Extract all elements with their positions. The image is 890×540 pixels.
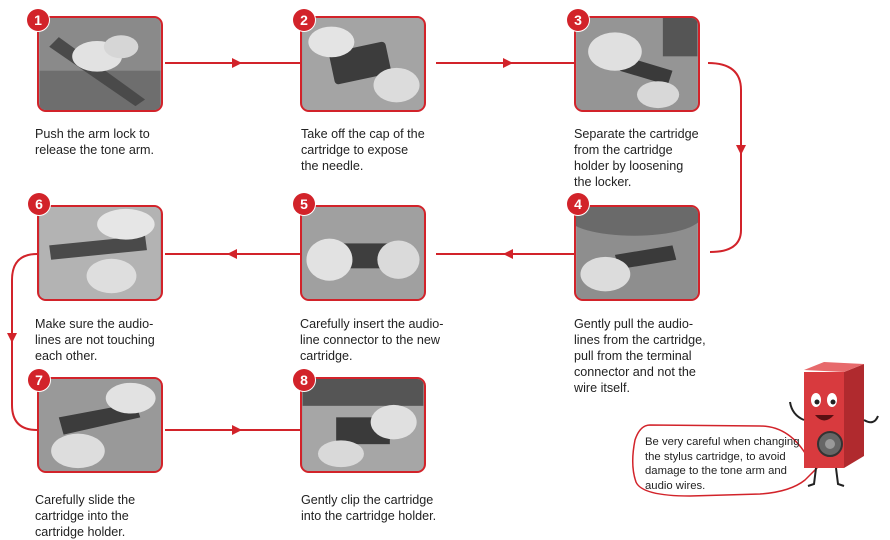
step-5-photo [300,205,426,301]
arrow-3-to-4 [707,62,746,155]
cartridge-holder-illustration [576,18,698,110]
speaker-mascot-icon [789,362,879,487]
step-7-caption: Carefully slide the cartridge into the c… [35,493,136,539]
cartridge-cap-illustration [302,18,424,110]
step-1-caption: Push the arm lock to release the tone ar… [35,127,155,157]
step-1-photo [37,16,163,112]
pull-audio-lines-illustration [576,207,698,299]
step-6-photo [37,205,163,301]
arrow-6-to-7 [7,253,38,343]
step-2-photo [300,16,426,112]
step-3-caption: Separate the cartridge from the cartridg… [574,127,699,189]
step-5-caption: Carefully insert the audio- line connect… [300,317,444,363]
step-2-caption: Take off the cap of the cartridge to exp… [301,127,425,173]
step-6-caption: Make sure the audio- lines are not touch… [35,317,155,363]
step-7-badge: 7 [28,369,50,391]
audio-lines-illustration [39,207,161,299]
arm-lock-illustration [39,18,161,110]
step-8-photo [300,377,426,473]
step-4-badge: 4 [567,193,589,215]
step-2-badge: 2 [293,9,315,31]
step-8-badge: 8 [293,369,315,391]
warning-note: Be very careful when changing the stylus… [645,436,800,492]
step-8-caption: Gently clip the cartridge into the cartr… [301,493,437,523]
step-3-badge: 3 [567,9,589,31]
step-6-badge: 6 [28,193,50,215]
step-4-photo [574,205,700,301]
step-4-caption: Gently pull the audio- lines from the ca… [574,317,706,395]
step-1-badge: 1 [27,9,49,31]
clip-cartridge-illustration [302,379,424,471]
step-7-photo [37,377,163,473]
step-3-photo [574,16,700,112]
connector-insert-illustration [302,207,424,299]
slide-cartridge-illustration [39,379,161,471]
step-5-badge: 5 [293,193,315,215]
